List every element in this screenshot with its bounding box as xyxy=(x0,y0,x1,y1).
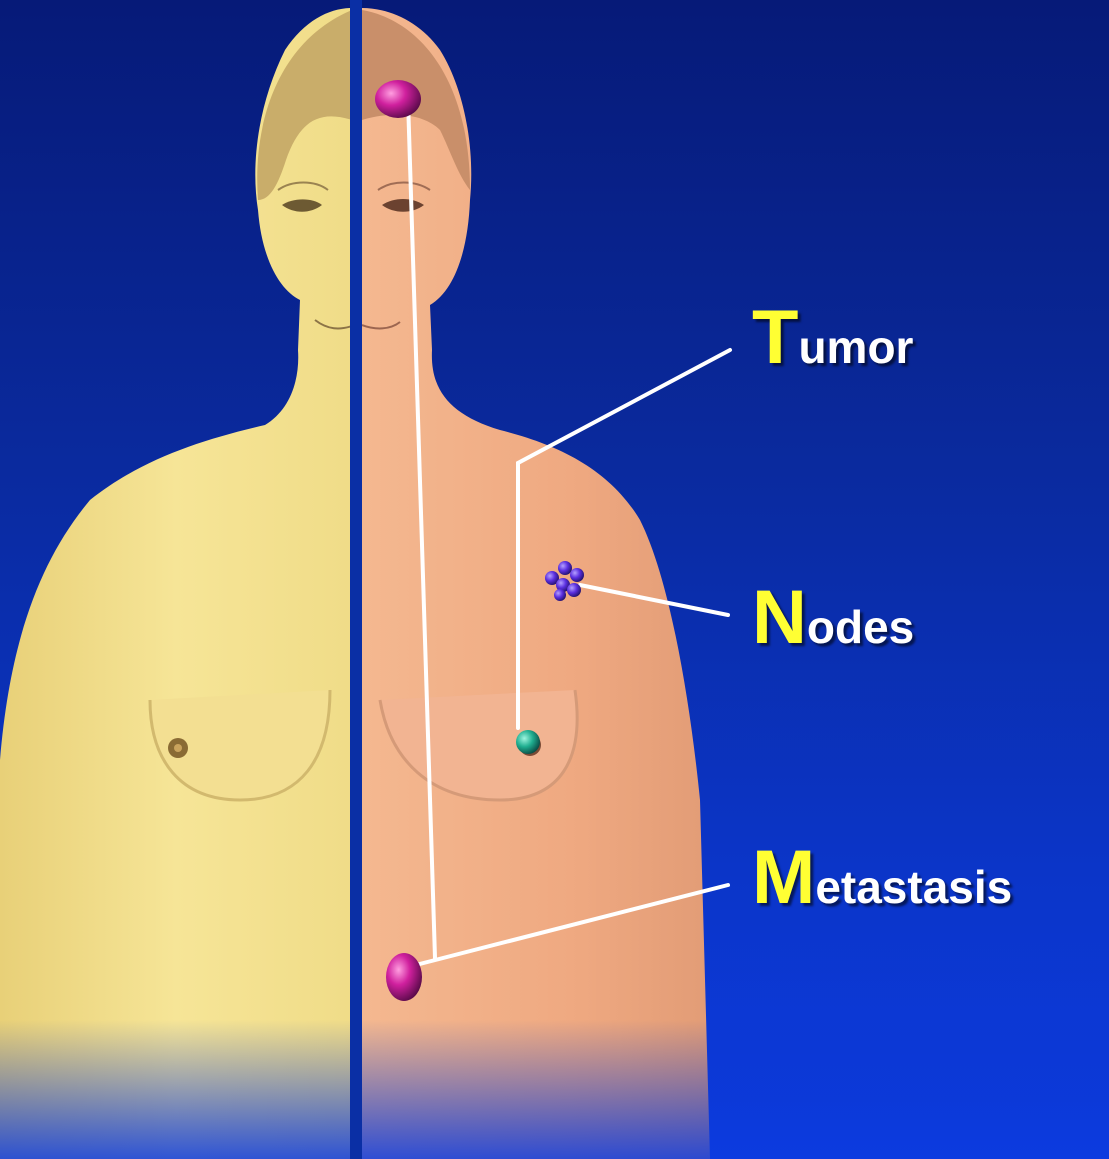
nodes-label: Nodes xyxy=(752,580,914,656)
tumor-label-rest: umor xyxy=(798,321,913,373)
nodes-label-rest: odes xyxy=(807,601,914,653)
brain-metastasis-marker xyxy=(375,80,421,118)
metastasis-label-rest: etastasis xyxy=(815,861,1012,913)
bottom-fade xyxy=(0,1020,1109,1159)
tumor-label: Tumor xyxy=(752,300,913,376)
abdominal-metastasis-marker xyxy=(386,953,422,1001)
tumor-label-initial: T xyxy=(752,295,798,380)
center-divider xyxy=(350,0,362,1159)
left-half-body xyxy=(0,8,352,1159)
metastasis-label: Metastasis xyxy=(752,840,1012,916)
metastasis-label-initial: M xyxy=(752,835,815,920)
tumor-marker xyxy=(516,730,540,754)
nodes-label-initial: N xyxy=(752,575,807,660)
